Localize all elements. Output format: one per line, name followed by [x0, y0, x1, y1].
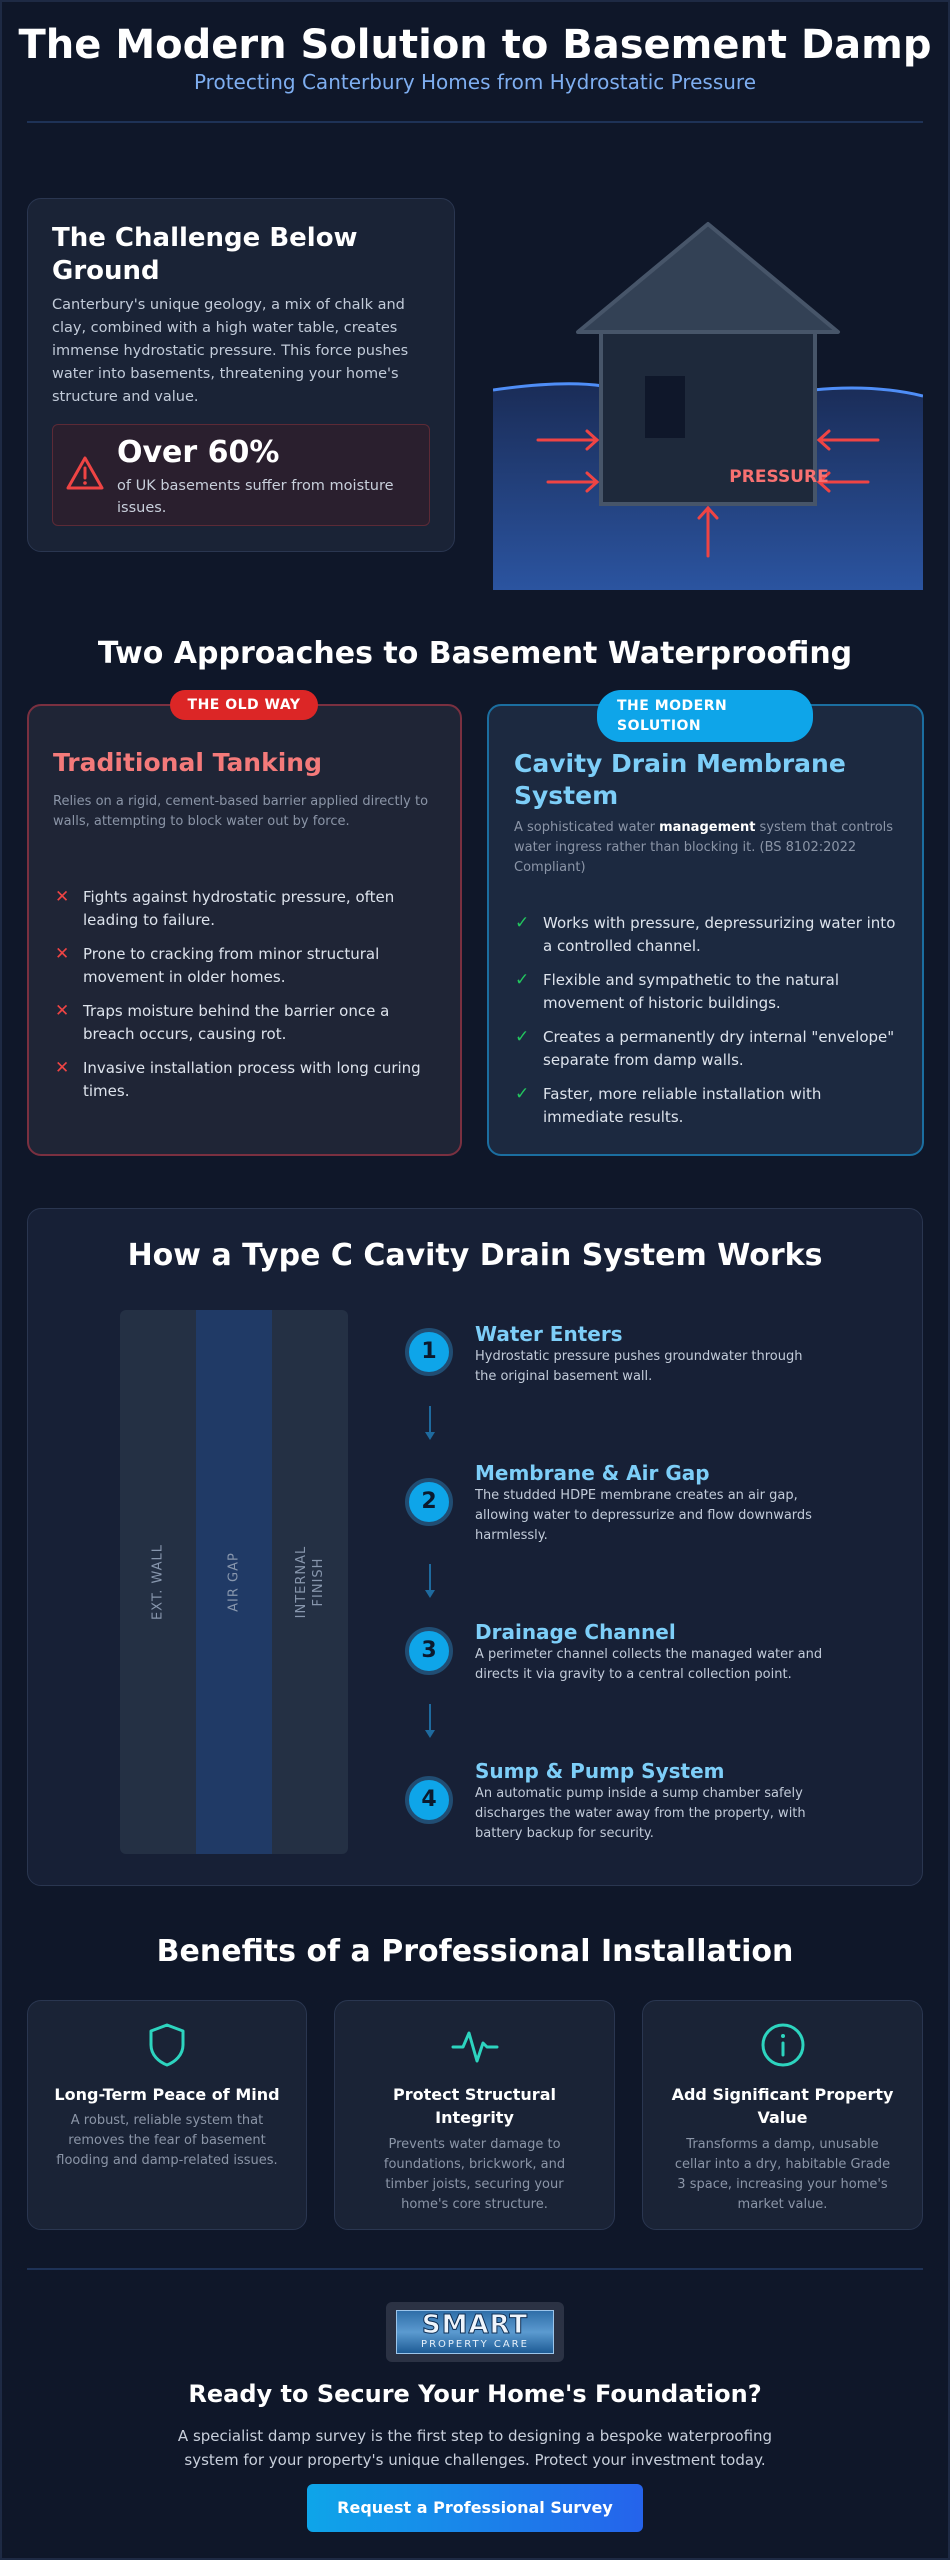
- pressure-label: PRESSURE: [729, 467, 828, 487]
- footer-divider: [27, 2268, 923, 2270]
- logo-wordmark: SMART: [421, 2310, 529, 2340]
- stat-callout: Over 60% of UK basements suffer from moi…: [52, 424, 430, 526]
- house-roof: [576, 222, 840, 334]
- list-item: ✓Works with pressure, depressurizing wat…: [515, 913, 896, 955]
- benefit-text: Transforms a damp, unusable cellar into …: [674, 2137, 891, 2212]
- challenge-text: Canterbury's unique geology, a mix of ch…: [52, 297, 409, 405]
- step-text: A perimeter channel collects the managed…: [475, 1647, 823, 1682]
- layer-label: INTERNAL FINISH: [294, 1545, 326, 1619]
- benefit-text: Prevents water damage to foundations, br…: [383, 2137, 566, 2212]
- pressure-arrows: [536, 429, 880, 558]
- old-way-card: [27, 704, 462, 1156]
- step-text: The studded HDPE membrane creates an air…: [475, 1488, 812, 1543]
- stat-text: of UK basements suffer from moisture iss…: [117, 478, 394, 516]
- challenge-title: The Challenge Below Ground: [52, 223, 358, 286]
- list-item: ✓Faster, more reliable installation with…: [515, 1084, 822, 1126]
- page-title: The Modern Solution to Basement Damp: [18, 22, 932, 68]
- warning-icon: [66, 456, 104, 490]
- old-way-badge: THE OLD WAY: [170, 690, 318, 720]
- old-way-title: Traditional Tanking: [53, 748, 322, 777]
- old-way-desc: Relies on a rigid, cement-based barrier …: [53, 794, 429, 829]
- cross-icon: ✕: [55, 1058, 70, 1078]
- layer-air-gap: AIR GAP: [196, 1310, 272, 1854]
- modern-solution-title: Cavity Drain Membrane System: [514, 749, 846, 810]
- benefit-title: Add Significant Property Value: [671, 2085, 894, 2127]
- page-subtitle: Protecting Canterbury Homes from Hydrost…: [193, 70, 757, 94]
- benefits-title: Benefits of a Professional Installation: [156, 1934, 794, 1969]
- list-item: ✕Prone to cracking from minor structural…: [55, 944, 380, 986]
- cross-icon: ✕: [55, 944, 70, 964]
- benefit-card: Protect Structural Integrity Prevents wa…: [334, 2000, 615, 2230]
- step-number: 3: [405, 1627, 453, 1675]
- benefit-title: Long-Term Peace of Mind: [54, 2085, 280, 2104]
- step-title: Water Enters: [475, 1322, 623, 1346]
- how-it-works-title: How a Type C Cavity Drain System Works: [127, 1238, 823, 1273]
- shield-icon: [149, 2023, 185, 2067]
- layer-label: AIR GAP: [226, 1552, 242, 1612]
- arrow-down-icon: [425, 1564, 435, 1598]
- approaches-title: Two Approaches to Basement Waterproofing: [97, 636, 853, 671]
- old-way-list: ✕Fights against hydrostatic pressure, of…: [55, 886, 445, 1114]
- check-icon: ✓: [515, 970, 530, 990]
- header-divider: [27, 121, 923, 123]
- cross-icon: ✕: [55, 887, 70, 907]
- stat-value: Over 60%: [117, 435, 280, 470]
- list-item: ✓Flexible and sympathetic to the natural…: [515, 970, 840, 1012]
- step-title: Sump & Pump System: [475, 1759, 725, 1783]
- house-basement-wall: [599, 330, 817, 506]
- benefit-card: Add Significant Property Value Transform…: [642, 2000, 923, 2230]
- check-icon: ✓: [515, 1084, 530, 1104]
- step-title: Drainage Channel: [475, 1620, 676, 1644]
- benefit-text: A robust, reliable system that removes t…: [56, 2113, 278, 2168]
- modern-solution-card: [487, 704, 924, 1156]
- step-number: 2: [405, 1478, 453, 1526]
- cta-text: A specialist damp survey is the first st…: [177, 2427, 773, 2469]
- info-icon: [761, 2023, 804, 2067]
- arrow-down-icon: [425, 1406, 435, 1440]
- request-survey-button[interactable]: Request a Professional Survey: [307, 2484, 643, 2532]
- step-number: 4: [405, 1776, 453, 1824]
- list-item: ✓Creates a permanently dry internal "env…: [515, 1027, 895, 1069]
- arrow-down-icon: [425, 1704, 435, 1738]
- step-text: An automatic pump inside a sump chamber …: [475, 1786, 806, 1841]
- benefit-title: Protect Structural Integrity: [393, 2085, 556, 2127]
- layer-external-wall: EXT. WALL: [120, 1310, 196, 1854]
- cross-icon: ✕: [55, 1001, 70, 1021]
- house-window: [645, 376, 685, 438]
- logo-tagline: PROPERTY CARE: [421, 2339, 529, 2350]
- check-icon: ✓: [515, 1027, 530, 1047]
- layer-label: EXT. WALL: [150, 1543, 166, 1621]
- modern-solution-desc: A sophisticated water management system …: [514, 820, 894, 875]
- company-logo: SMART PROPERTY CARE: [386, 2302, 564, 2362]
- list-item: ✕Fights against hydrostatic pressure, of…: [55, 887, 395, 929]
- step-number: 1: [405, 1328, 453, 1376]
- pulse-icon: [451, 2031, 498, 2063]
- step-text: Hydrostatic pressure pushes groundwater …: [475, 1349, 803, 1384]
- list-item: ✕Traps moisture behind the barrier once …: [55, 1001, 390, 1043]
- cta-title: Ready to Secure Your Home's Foundation?: [188, 2380, 762, 2408]
- modern-solution-list: ✓Works with pressure, depressurizing wat…: [515, 912, 900, 1140]
- modern-solution-badge: THE MODERN SOLUTION: [597, 690, 813, 742]
- check-icon: ✓: [515, 913, 530, 933]
- list-item: ✕Invasive installation process with long…: [55, 1058, 421, 1100]
- benefit-card: Long-Term Peace of Mind A robust, reliab…: [27, 2000, 307, 2230]
- layer-internal-finish: INTERNAL FINISH: [272, 1310, 348, 1854]
- house-pressure-illustration: PRESSURE: [493, 222, 923, 590]
- step-title: Membrane & Air Gap: [475, 1461, 710, 1485]
